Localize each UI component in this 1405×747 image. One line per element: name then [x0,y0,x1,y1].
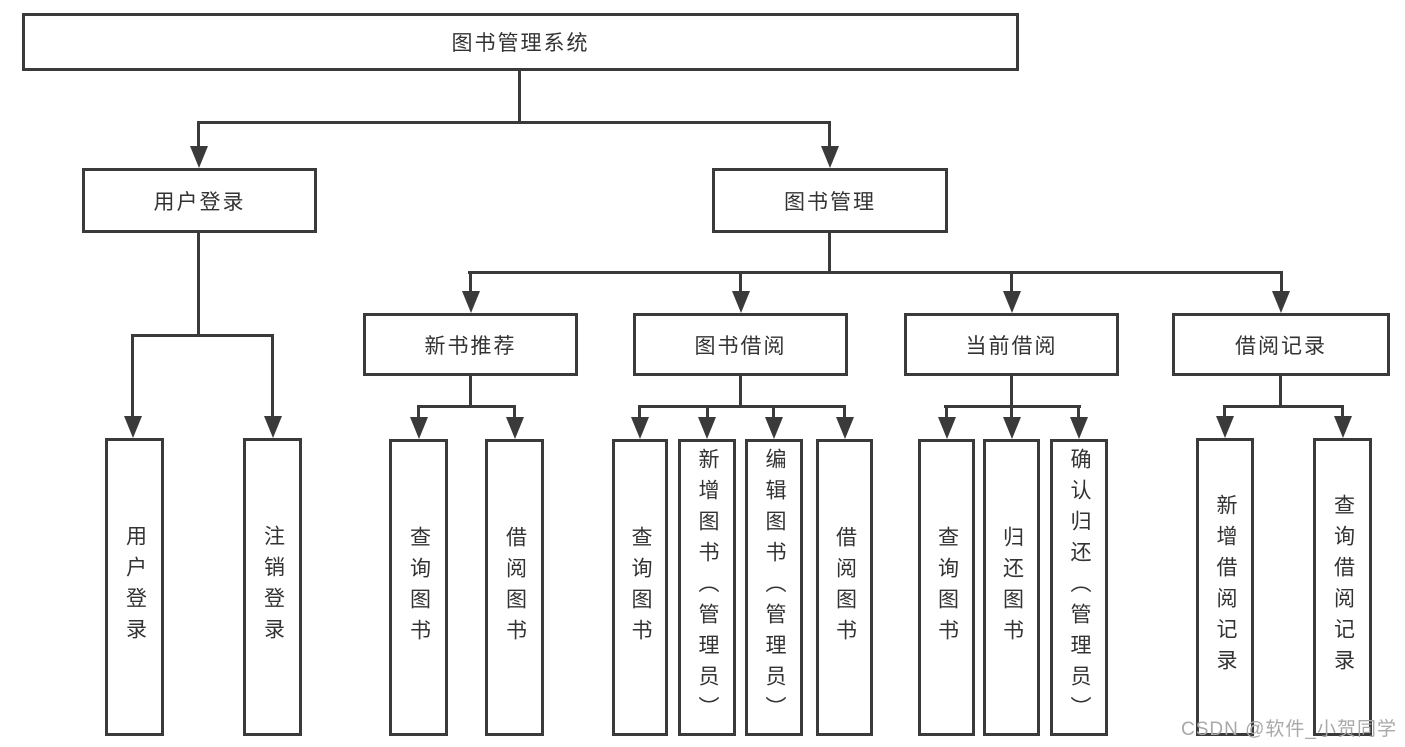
leaf-add-book-admin: 新增图书（管理员） [678,439,736,736]
connector-line [828,121,831,148]
connector-line [417,405,420,419]
leaf-add-borrow-record: 新增借阅记录 [1196,438,1254,736]
arrow-down-icon [938,417,956,439]
connector-line [1280,271,1283,293]
node-book-borrow: 图书借阅 [633,313,848,376]
arrow-down-icon [462,291,480,313]
leaf-query-books-2: 查询图书 [612,439,668,736]
connector-line [945,405,948,419]
connector-line [417,405,516,408]
node-current-borrow: 当前借阅 [904,313,1119,376]
arrow-down-icon [765,417,783,439]
connector-line [197,121,831,124]
connector-line [739,376,742,408]
arrow-down-icon [1334,416,1352,438]
arrow-down-icon [264,416,282,438]
arrow-down-icon [1070,417,1088,439]
arrow-down-icon [732,291,750,313]
csdn-watermark: CSDN @软件_小贺同学 [1181,719,1397,740]
connector-line [706,405,709,419]
node-borrow-records: 借阅记录 [1172,313,1390,376]
connector-line [828,233,831,274]
connector-line [131,334,274,337]
leaf-query-books-1: 查询图书 [389,439,448,736]
node-new-book-recommend: 新书推荐 [363,313,578,376]
connector-line [843,405,846,419]
connector-line [772,405,775,419]
connector-line [638,405,641,419]
leaf-confirm-return-admin: 确认归还（管理员） [1050,439,1108,736]
leaf-query-books-3: 查询图书 [918,439,975,736]
connector-line [638,405,846,408]
arrow-down-icon [124,416,142,438]
connector-line [1010,271,1013,293]
arrow-down-icon [1216,416,1234,438]
connector-line [1279,376,1282,408]
connector-line [197,233,200,337]
connector-line [513,405,516,419]
root-node-library-system: 图书管理系统 [22,13,1019,71]
arrow-down-icon [631,417,649,439]
arrow-down-icon [836,417,854,439]
connector-line [1010,376,1013,408]
arrow-down-icon [1003,291,1021,313]
connector-line [468,271,1282,274]
leaf-borrow-books-2: 借阅图书 [816,439,873,736]
connector-line [469,271,472,293]
arrow-down-icon [821,146,839,168]
leaf-query-borrow-record: 查询借阅记录 [1313,438,1372,736]
connector-line [1010,405,1013,419]
arrow-down-icon [410,417,428,439]
leaf-borrow-books-1: 借阅图书 [485,439,544,736]
arrow-down-icon [190,146,208,168]
connector-line [197,121,200,148]
connector-line [1223,405,1344,408]
connector-line [1077,405,1080,419]
connector-line [469,376,472,408]
leaf-user-login: 用户登录 [105,438,164,736]
connector-line [1223,405,1226,418]
arrow-down-icon [506,417,524,439]
connector-line [1341,405,1344,418]
connector-line [739,271,742,293]
connector-line [271,334,274,418]
leaf-return-book: 归还图书 [983,439,1040,736]
arrow-down-icon [698,417,716,439]
leaf-edit-book-admin: 编辑图书（管理员） [745,439,803,736]
arrow-down-icon [1272,291,1290,313]
node-book-management: 图书管理 [712,168,948,233]
connector-line [131,334,134,418]
connector-line [518,70,521,124]
node-user-login: 用户登录 [82,168,317,233]
leaf-logout: 注销登录 [243,438,302,736]
arrow-down-icon [1003,417,1021,439]
